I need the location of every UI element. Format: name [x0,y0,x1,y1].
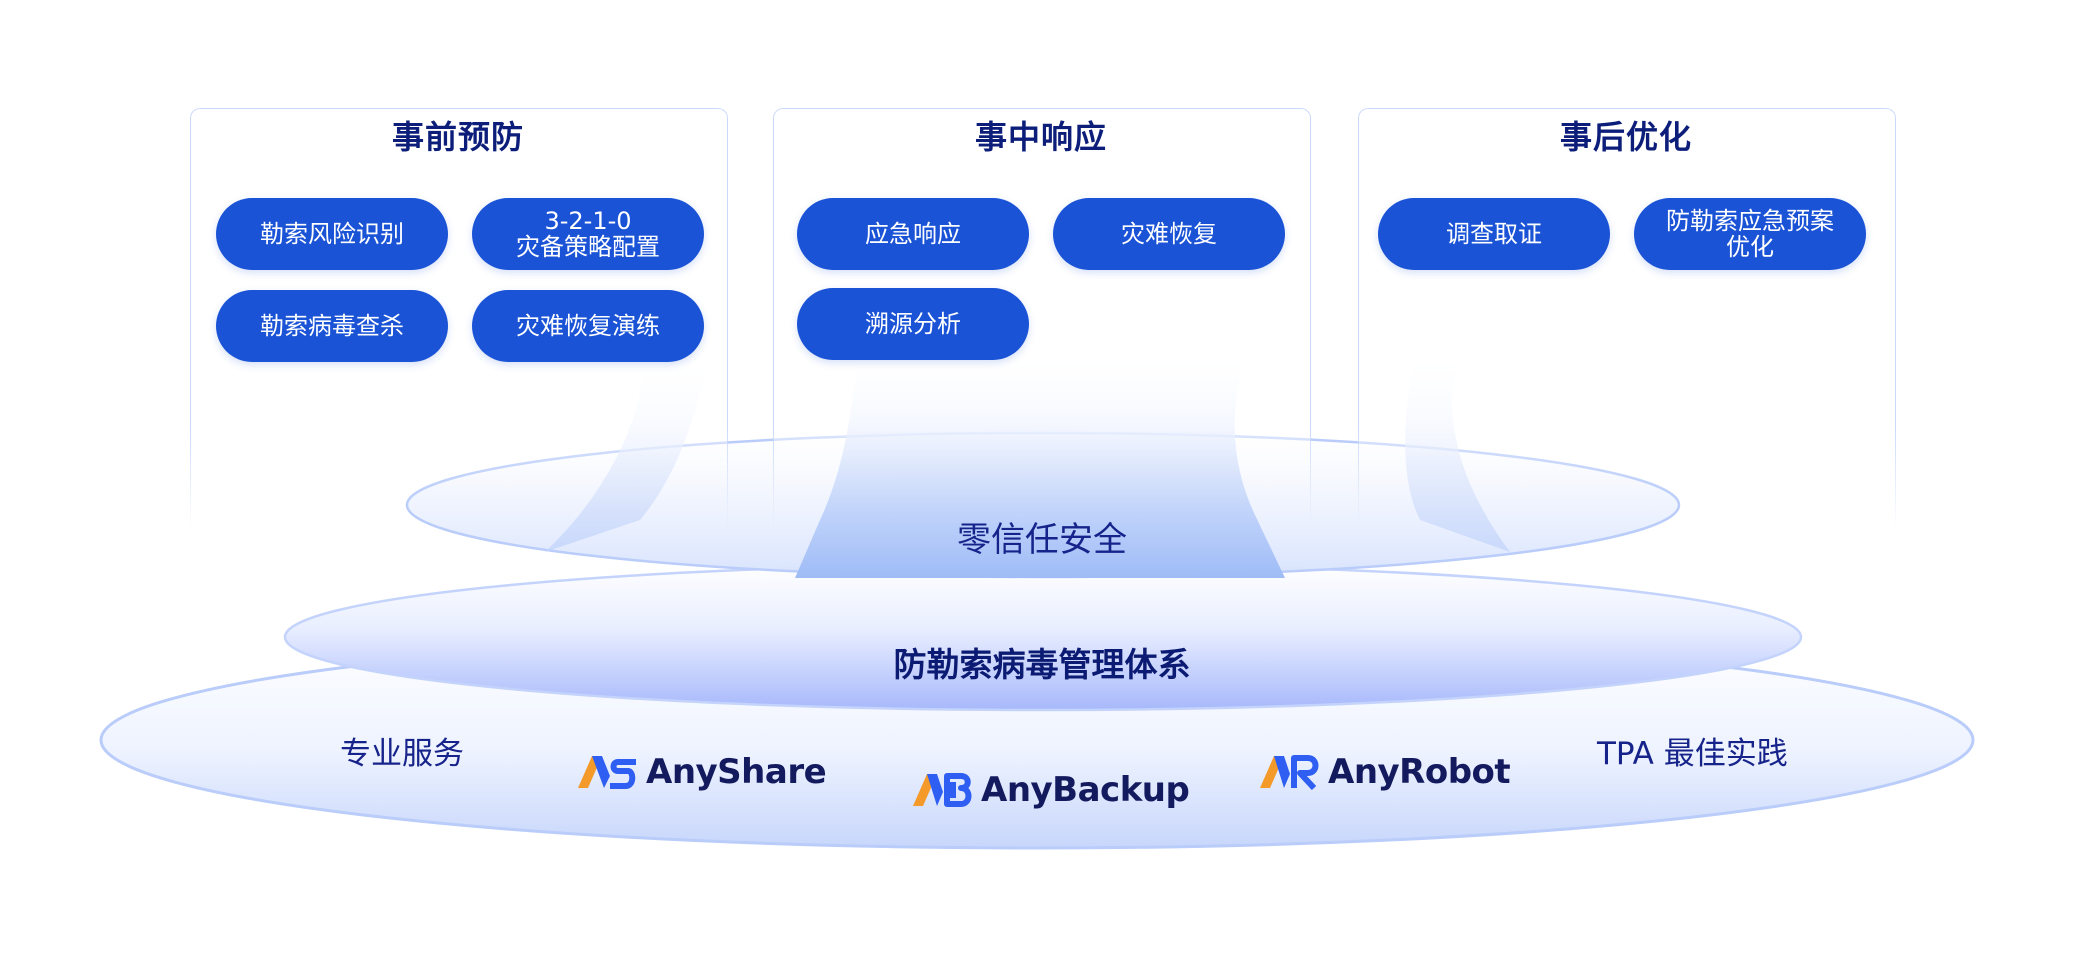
brand-name: AnyRobot [1328,752,1511,792]
pill-trace-analysis: 溯源分析 [797,288,1029,360]
pill-label: 勒索病毒查杀 [260,312,404,340]
pill-disaster-drill: 灾难恢复演练 [472,290,704,362]
panel-title-prevention: 事前预防 [391,118,524,156]
core-ring [283,562,1803,712]
panel-title-response: 事中响应 [974,118,1107,156]
zero-trust-label: 零信任安全 [957,520,1127,560]
pill-label-line2: 灾备策略配置 [516,233,660,261]
professional-services-label: 专业服务 [340,736,464,772]
pill-label: 灾难恢复 [1121,220,1217,248]
pill-forensics: 调查取证 [1378,198,1610,270]
pill-ransom-risk-identification: 勒索风险识别 [216,198,448,270]
anyrobot-logo-icon [1260,755,1319,790]
pill-label: 灾难恢复演练 [516,312,660,340]
pill-emergency-plan-optimization: 防勒索应急预案 优化 [1634,198,1866,270]
pill-label: 应急响应 [865,220,961,248]
brand-anybackup: AnyBackup [913,770,1190,810]
pill-virus-removal: 勒索病毒查杀 [216,290,448,362]
pill-label-line2: 优化 [1726,233,1774,261]
anybackup-logo-icon [913,773,972,807]
pill-emergency-response: 应急响应 [797,198,1029,270]
panel-recovery [1358,108,1896,529]
panel-title-recovery: 事后优化 [1559,118,1692,156]
pill-label: 勒索风险识别 [260,220,404,248]
brand-name: AnyBackup [981,770,1190,810]
brand-anyrobot: AnyRobot [1260,752,1511,792]
pill-label: 溯源分析 [865,310,961,338]
tpa-best-practice-label: TPA 最佳实践 [1597,736,1788,772]
pill-backup-strategy: 3-2-1-0 灾备策略配置 [472,198,704,270]
brand-name: AnyShare [646,752,827,792]
pill-label-line1: 防勒索应急预案 [1666,207,1834,235]
pill-disaster-recovery: 灾难恢复 [1053,198,1285,270]
anyshare-logo-icon [578,756,636,789]
brand-anyshare: AnyShare [578,752,827,792]
pill-label-line1: 3-2-1-0 [544,207,632,235]
pill-label: 调查取证 [1446,220,1542,248]
core-system-label: 防勒索病毒管理体系 [893,645,1191,684]
